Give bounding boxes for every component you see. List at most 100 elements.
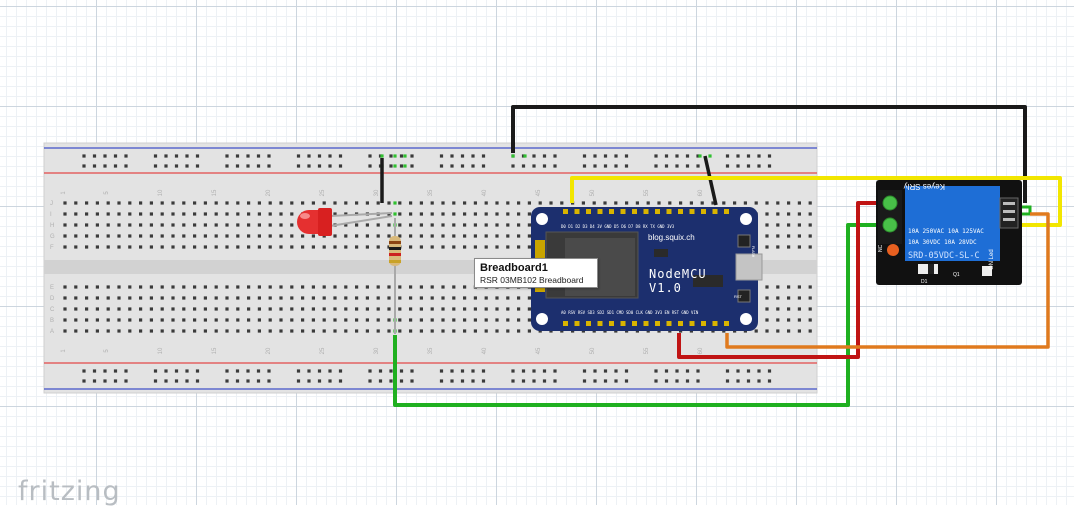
breadboard-hole[interactable] — [333, 307, 337, 311]
breadboard-hole[interactable] — [171, 285, 175, 289]
breadboard-hole[interactable] — [592, 201, 596, 205]
breadboard-hole[interactable] — [214, 212, 218, 216]
breadboard-hole[interactable] — [355, 329, 359, 333]
breadboard-hole[interactable] — [63, 212, 67, 216]
breadboard-hole[interactable] — [441, 296, 445, 300]
breadboard-hole[interactable] — [439, 379, 444, 383]
breadboard-hole[interactable] — [603, 369, 608, 373]
breadboard-hole[interactable] — [235, 369, 240, 373]
breadboard-hole[interactable] — [63, 223, 67, 227]
nodemcu-pin[interactable] — [666, 321, 672, 326]
breadboard-hole[interactable] — [139, 234, 143, 238]
breadboard-hole[interactable] — [409, 296, 413, 300]
breadboard-hole[interactable] — [430, 245, 434, 249]
breadboard-hole[interactable] — [398, 307, 402, 311]
breadboard-hole[interactable] — [95, 245, 99, 249]
breadboard-hole[interactable] — [797, 285, 801, 289]
breadboard-hole[interactable] — [614, 154, 618, 158]
breadboard-hole[interactable] — [193, 212, 197, 216]
breadboard-hole[interactable] — [495, 307, 499, 311]
breadboard-hole[interactable] — [711, 201, 715, 205]
breadboard-hole[interactable] — [322, 201, 326, 205]
breadboard-hole[interactable] — [523, 154, 527, 158]
breadboard-hole[interactable] — [654, 164, 658, 168]
breadboard-hole[interactable] — [463, 245, 467, 249]
breadboard-hole[interactable] — [149, 296, 153, 300]
breadboard-hole[interactable] — [765, 318, 769, 322]
breadboard-hole[interactable] — [333, 245, 337, 249]
breadboard-hole[interactable] — [225, 234, 229, 238]
breadboard-hole[interactable] — [689, 201, 693, 205]
breadboard-hole[interactable] — [441, 318, 445, 322]
breadboard-hole[interactable] — [368, 154, 372, 158]
breadboard-hole[interactable] — [268, 329, 272, 333]
breadboard-hole[interactable] — [344, 296, 348, 300]
breadboard-hole[interactable] — [664, 154, 669, 158]
breadboard-hole[interactable] — [481, 164, 486, 168]
breadboard-hole[interactable] — [439, 369, 444, 373]
breadboard-hole[interactable] — [247, 296, 251, 300]
breadboard-hole[interactable] — [290, 201, 294, 205]
breadboard-hole[interactable] — [225, 245, 229, 249]
breadboard-hole[interactable] — [203, 234, 207, 238]
breadboard-hole[interactable] — [106, 307, 110, 311]
breadboard-hole[interactable] — [511, 164, 515, 168]
breadboard-hole[interactable] — [700, 201, 704, 205]
breadboard-hole[interactable] — [797, 201, 801, 205]
breadboard-hole[interactable] — [776, 245, 780, 249]
breadboard-hole[interactable] — [301, 318, 305, 322]
breadboard-hole[interactable] — [441, 307, 445, 311]
breadboard-hole[interactable] — [787, 212, 791, 216]
breadboard-hole[interactable] — [614, 369, 618, 373]
breadboard-hole[interactable] — [236, 234, 240, 238]
breadboard-hole[interactable] — [63, 245, 67, 249]
breadboard-hole[interactable] — [757, 154, 761, 158]
breadboard-hole[interactable] — [225, 212, 229, 216]
breadboard-hole[interactable] — [441, 234, 445, 238]
breadboard-hole[interactable] — [696, 369, 700, 373]
breadboard-hole[interactable] — [450, 164, 454, 168]
breadboard-hole[interactable] — [685, 154, 690, 158]
breadboard-hole[interactable] — [675, 379, 679, 383]
breadboard-hole[interactable] — [307, 379, 311, 383]
breadboard-hole[interactable] — [117, 212, 121, 216]
breadboard-hole[interactable] — [460, 154, 465, 158]
breadboard-hole[interactable] — [279, 212, 283, 216]
breadboard-hole[interactable] — [95, 212, 99, 216]
breadboard-hole[interactable] — [365, 201, 369, 205]
breadboard-hole[interactable] — [139, 212, 143, 216]
breadboard-hole[interactable] — [171, 296, 175, 300]
breadboard-hole[interactable] — [322, 296, 326, 300]
breadboard-hole[interactable] — [203, 212, 207, 216]
breadboard-hole[interactable] — [473, 212, 477, 216]
nodemcu-pin[interactable] — [689, 321, 695, 326]
breadboard-hole[interactable] — [484, 307, 488, 311]
breadboard-hole[interactable] — [124, 379, 128, 383]
breadboard-hole[interactable] — [106, 201, 110, 205]
breadboard-hole[interactable] — [225, 201, 229, 205]
breadboard-hole[interactable] — [409, 285, 413, 289]
breadboard-hole[interactable] — [765, 285, 769, 289]
breadboard-hole[interactable] — [124, 369, 128, 373]
breadboard-hole[interactable] — [317, 369, 322, 373]
breadboard-hole[interactable] — [517, 212, 521, 216]
breadboard-hole[interactable] — [473, 245, 477, 249]
breadboard-hole[interactable] — [328, 379, 332, 383]
breadboard-hole[interactable] — [398, 234, 402, 238]
breadboard-hole[interactable] — [532, 164, 536, 168]
breadboard-hole[interactable] — [664, 369, 669, 373]
breadboard-hole[interactable] — [203, 245, 207, 249]
breadboard-hole[interactable] — [246, 379, 250, 383]
breadboard-hole[interactable] — [506, 329, 510, 333]
breadboard-hole[interactable] — [95, 307, 99, 311]
breadboard-hole[interactable] — [409, 234, 413, 238]
breadboard-hole[interactable] — [746, 164, 751, 168]
breadboard-hole[interactable] — [765, 296, 769, 300]
breadboard-hole[interactable] — [797, 245, 801, 249]
breadboard-hole[interactable] — [368, 369, 372, 373]
breadboard-hole[interactable] — [808, 329, 812, 333]
breadboard-hole[interactable] — [74, 234, 78, 238]
breadboard-hole[interactable] — [603, 164, 608, 168]
breadboard-hole[interactable] — [614, 201, 618, 205]
breadboard-hole[interactable] — [757, 379, 761, 383]
